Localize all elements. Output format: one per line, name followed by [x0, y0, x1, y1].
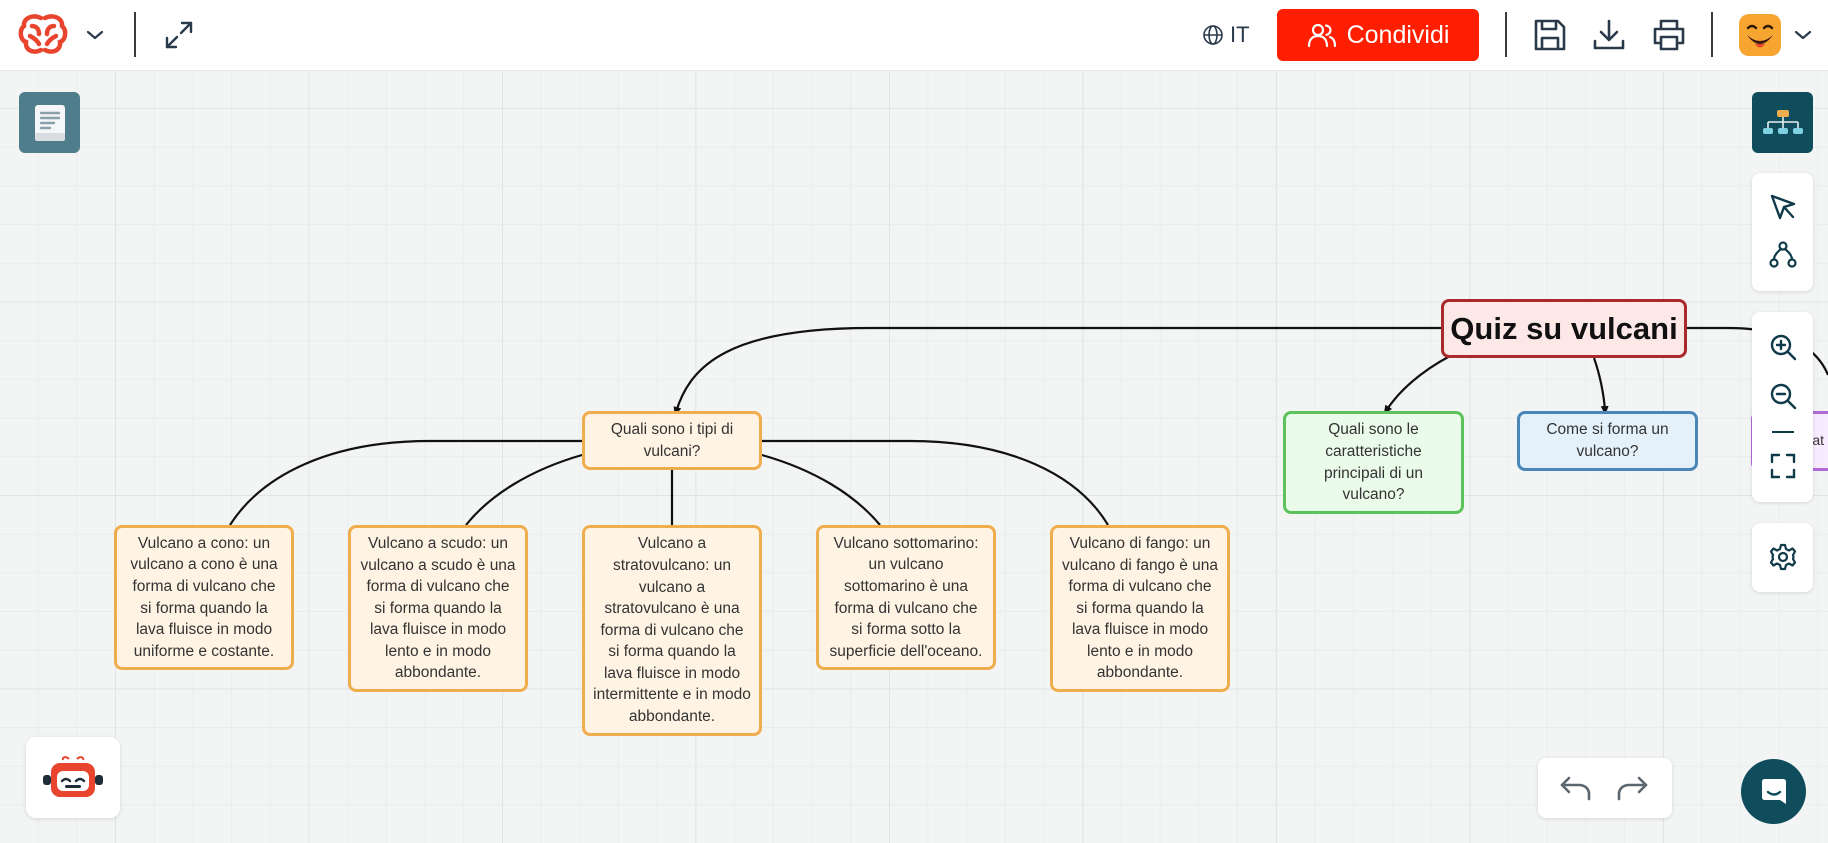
tool-panel-settings — [1752, 523, 1813, 592]
node-shield[interactable]: Vulcano a scudo: un vulcano a scudo è un… — [348, 525, 528, 692]
fit-screen-button[interactable] — [1765, 448, 1801, 484]
divider — [1711, 12, 1713, 57]
select-tool-button[interactable] — [1765, 189, 1801, 225]
notes-button[interactable] — [19, 92, 80, 153]
root-node[interactable]: Quiz su vulcani — [1441, 299, 1687, 358]
zoom-out-button[interactable] — [1765, 378, 1801, 414]
app-logo-button[interactable] — [14, 10, 72, 60]
chevron-down-icon — [1794, 30, 1812, 40]
language-label: IT — [1230, 22, 1250, 47]
top-bar: IT Condividi — [0, 0, 1828, 71]
robot-assistant-icon — [43, 756, 103, 797]
gear-icon — [1769, 543, 1797, 571]
divider — [134, 12, 136, 57]
chat-icon — [1761, 778, 1786, 804]
chat-button[interactable] — [1741, 759, 1806, 824]
users-icon — [1307, 23, 1336, 48]
user-avatar-button[interactable] — [1737, 12, 1783, 58]
connect-tool-button[interactable] — [1765, 237, 1801, 273]
node-submarine[interactable]: Vulcano sottomarino: un vulcano sottomar… — [816, 525, 996, 670]
print-button[interactable] — [1648, 14, 1690, 56]
globe-icon — [1203, 25, 1223, 45]
undo-button[interactable] — [1556, 770, 1596, 806]
node-formation[interactable]: Come si forma un vulcano? — [1517, 411, 1698, 471]
fit-screen-icon — [1770, 453, 1796, 479]
zoom-divider — [1772, 431, 1794, 433]
language-selector[interactable]: IT — [1202, 16, 1250, 54]
layout-tree-icon — [1762, 109, 1803, 134]
redo-button[interactable] — [1612, 770, 1652, 806]
printer-icon — [1653, 19, 1685, 51]
smiley-avatar-icon — [1739, 14, 1781, 56]
settings-button[interactable] — [1765, 539, 1801, 575]
user-menu-chevron[interactable] — [1790, 22, 1816, 48]
undo-icon — [1560, 776, 1591, 801]
expand-icon — [165, 21, 193, 49]
save-button[interactable] — [1529, 14, 1571, 56]
tool-panel-mode — [1752, 173, 1813, 291]
logo-menu-chevron[interactable] — [82, 22, 108, 48]
pointer-icon — [1770, 194, 1796, 220]
node-cone[interactable]: Vulcano a cono: un vulcano a cono è una … — [114, 525, 294, 670]
node-types[interactable]: Quali sono i tipi di vulcani? — [582, 411, 762, 470]
redo-icon — [1617, 776, 1648, 801]
node-strato[interactable]: Vulcano a stratovulcano: un vulcano a st… — [582, 525, 762, 736]
share-button[interactable]: Condividi — [1277, 9, 1479, 61]
download-icon — [1593, 19, 1625, 50]
layout-button[interactable] — [1752, 92, 1813, 153]
zoom-in-button[interactable] — [1765, 329, 1801, 365]
zoom-out-icon — [1770, 383, 1797, 410]
node-features[interactable]: Quali sono le caratteristiche principali… — [1283, 411, 1464, 514]
chevron-down-icon — [86, 30, 104, 40]
save-icon — [1534, 19, 1566, 51]
ai-assistant-button[interactable] — [26, 737, 120, 818]
document-icon — [34, 104, 65, 141]
brain-logo-icon — [18, 14, 68, 54]
zoom-in-icon — [1770, 334, 1797, 361]
download-button[interactable] — [1588, 14, 1630, 56]
tool-panel-zoom — [1752, 312, 1813, 502]
fullscreen-button[interactable] — [160, 16, 198, 54]
share-label: Condividi — [1346, 20, 1450, 49]
connect-nodes-icon — [1769, 241, 1797, 268]
divider — [1505, 12, 1507, 57]
history-panel — [1538, 758, 1672, 818]
node-mud[interactable]: Vulcano di fango: un vulcano di fango è … — [1050, 525, 1230, 692]
